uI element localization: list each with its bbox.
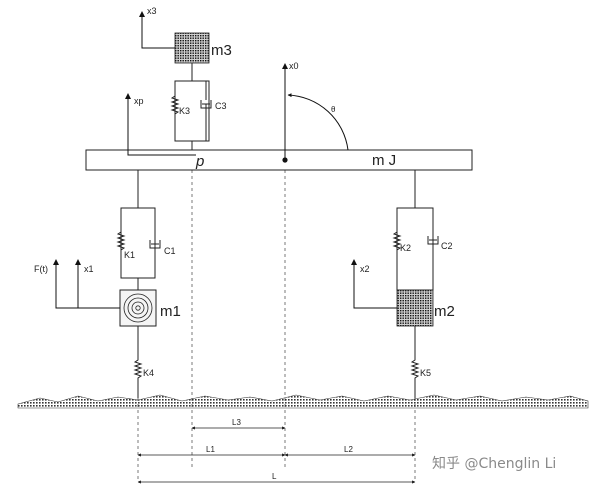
- x3-label: x3: [147, 6, 157, 16]
- m3-label: m3: [211, 42, 232, 59]
- damper-c1: [149, 208, 161, 278]
- c1-label: C1: [164, 246, 176, 256]
- mass-m1: [119, 289, 157, 327]
- spring-k5: [410, 326, 420, 398]
- k4-label: K4: [143, 368, 154, 378]
- x1-label: x1: [84, 264, 94, 274]
- x0-label: x0: [289, 61, 299, 71]
- m2-label: m2: [434, 303, 455, 320]
- k2-label: K2: [400, 243, 411, 253]
- k3-label: K3: [179, 106, 190, 116]
- point-p-label: p: [195, 153, 204, 170]
- force-arrow: [53, 259, 120, 309]
- k1-label: K1: [124, 250, 135, 260]
- watermark: 知乎 @Chenglin Li: [432, 455, 556, 472]
- force-label: F(t): [34, 264, 48, 274]
- theta-label: θ: [331, 105, 336, 114]
- spring-k3: [170, 81, 180, 141]
- x3-arrow: [139, 11, 175, 49]
- extension-lines: [137, 170, 416, 482]
- damper-c2: [427, 208, 439, 290]
- theta-arc: [287, 93, 349, 151]
- ground-hatched: [17, 394, 589, 409]
- mass-m3: [174, 32, 210, 64]
- c3-label: C3: [215, 101, 227, 111]
- spring-k2: [392, 208, 402, 290]
- body-label: m J: [372, 152, 396, 169]
- l3-label: L3: [232, 418, 241, 427]
- spring-k1: [116, 208, 126, 278]
- m1-ring-outer: [123, 293, 153, 323]
- xp-label: xp: [134, 96, 144, 106]
- m1-ring-core: [135, 305, 141, 311]
- m1-ring-mid: [127, 297, 149, 319]
- damper-c3: [200, 81, 212, 141]
- c2-label: C2: [441, 241, 453, 251]
- l1-label: L1: [206, 445, 215, 454]
- mass-m2: [396, 289, 434, 327]
- spring-k4: [133, 326, 143, 398]
- m1-label: m1: [160, 303, 181, 320]
- l-label: L: [272, 472, 277, 481]
- x2-arrow: [351, 259, 397, 309]
- k5-label: K5: [420, 368, 431, 378]
- xp-arrow: [125, 93, 196, 156]
- l2-label: L2: [344, 445, 353, 454]
- x2-label: x2: [360, 264, 370, 274]
- m1-ring-inner: [131, 301, 145, 315]
- vehicle-body-beam: [85, 149, 473, 171]
